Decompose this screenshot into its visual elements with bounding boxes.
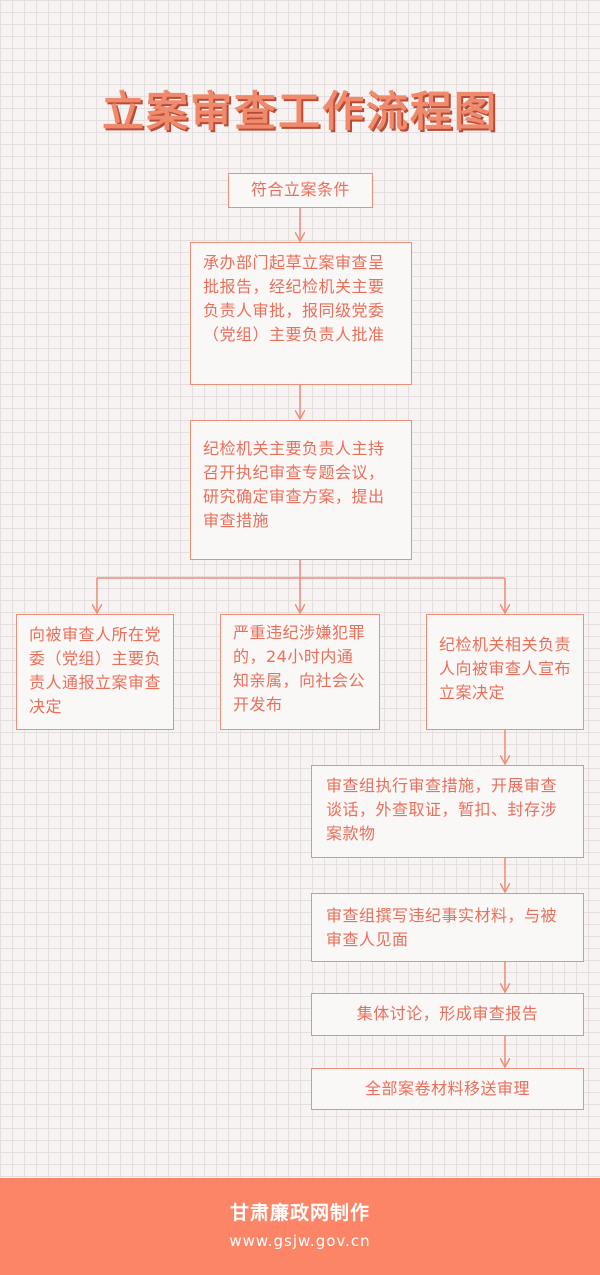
step-special-review-meeting: 纪检机关主要负责人主持召开执纪审查专题会议，研究确定审查方案，提出审查措施	[190, 420, 412, 560]
footer-maker: 甘肃廉政网制作	[229, 1202, 370, 1224]
footer-banner: 甘肃廉政网制作 www.gsjw.gov.cn	[0, 1178, 600, 1275]
page-title: 立案审查工作流程图	[101, 87, 498, 136]
step-collective-discussion: 集体讨论，形成审查报告	[311, 993, 584, 1036]
branch-announce-filing-decision: 纪检机关相关负责人向被审查人宣布立案决定	[426, 614, 584, 730]
step-draft-approval-report: 承办部门起草立案审查呈批报告，经纪检机关主要负责人审批，报同级党委（党组）主要负…	[190, 242, 412, 385]
step-meets-filing-conditions: 符合立案条件	[228, 173, 373, 208]
step-write-fact-materials: 审查组撰写违纪事实材料，与被审查人见面	[311, 893, 584, 962]
branch-notify-relatives-public: 严重违纪涉嫌犯罪的，24小时内通知亲属，向社会公开发布	[220, 614, 380, 730]
step-execute-review-measures: 审查组执行审查措施，开展审查谈话，外查取证，暂扣、封存涉案款物	[311, 765, 584, 858]
flow-connectors	[0, 208, 600, 1180]
footer-url[interactable]: www.gsjw.gov.cn	[229, 1232, 371, 1250]
branch-notify-party-committee: 向被审查人所在党委（党组）主要负责人通报立案审查决定	[16, 614, 174, 730]
step-transfer-for-trial: 全部案卷材料移送审理	[311, 1068, 584, 1110]
